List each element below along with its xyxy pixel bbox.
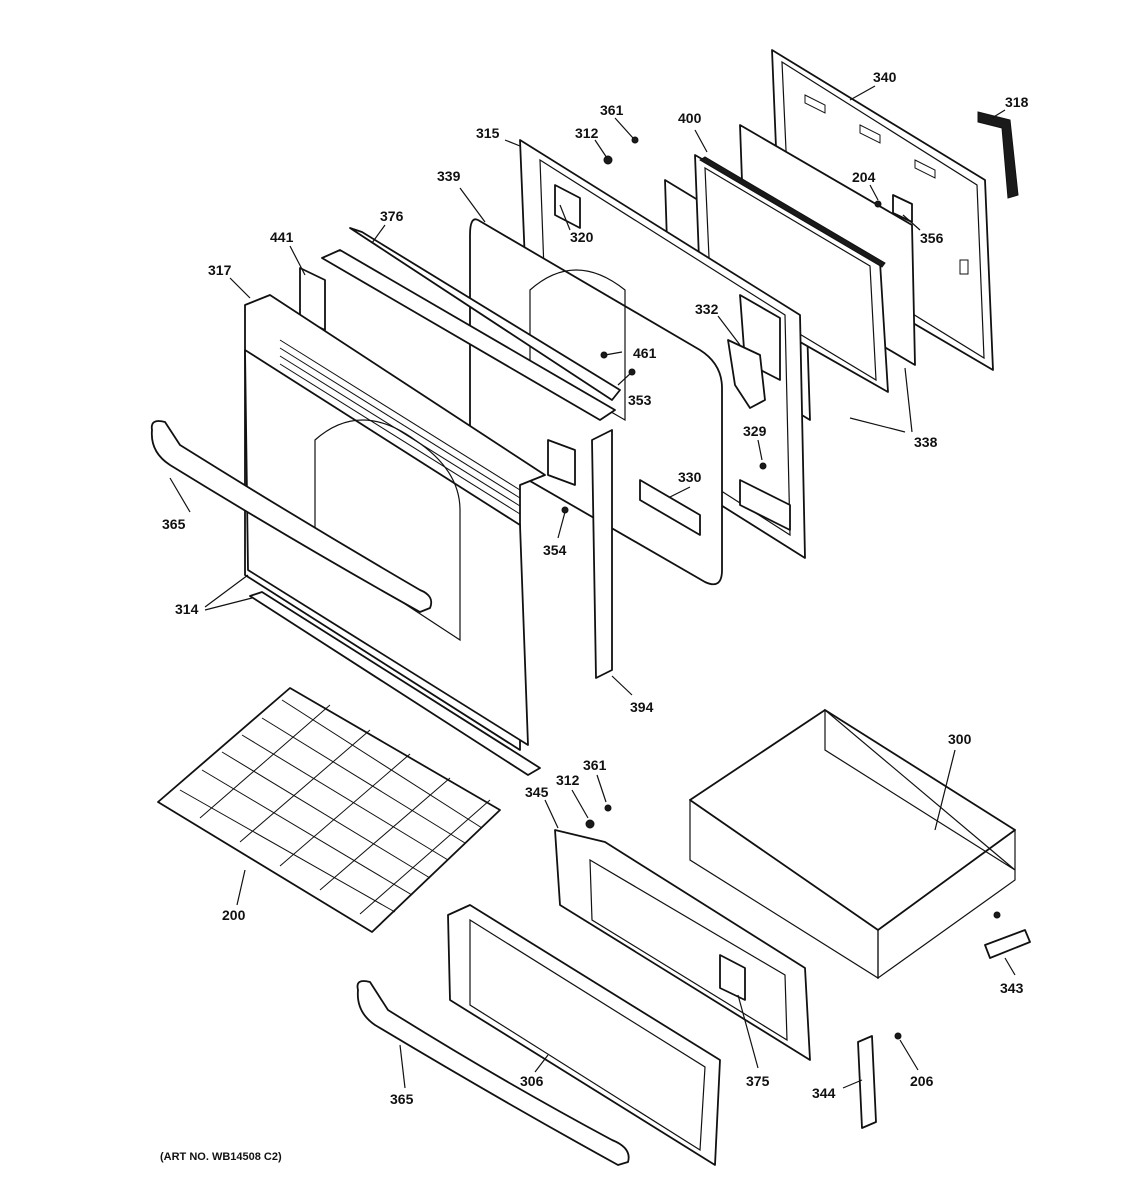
callout-461: 461 <box>633 345 657 361</box>
part-332-door-latch <box>727 339 766 409</box>
part-356-hinge-bracket <box>892 194 913 223</box>
callout-329: 329 <box>743 423 767 439</box>
part-314-bottom-trim <box>249 591 541 776</box>
callout-204: 204 <box>852 169 876 185</box>
callout-315: 315 <box>476 125 500 141</box>
part-318-gasket <box>977 111 1019 199</box>
callout-332: 332 <box>695 301 719 317</box>
callout-320: 320 <box>570 229 594 245</box>
part-330-vent-cover <box>639 479 701 536</box>
callout-376: 376 <box>380 208 404 224</box>
callout-labels: 340 318 361 400 315 312 204 356 339 320 … <box>162 69 1029 1107</box>
part-361-312-screws-top <box>603 136 639 165</box>
part-376-door-trim <box>321 227 621 421</box>
callout-345: 345 <box>525 784 549 800</box>
part-329-screw <box>759 462 767 470</box>
callout-200: 200 <box>222 907 246 923</box>
callout-394: 394 <box>630 699 654 715</box>
callout-206: 206 <box>910 1073 934 1089</box>
part-300-drawer-body <box>689 708 1016 980</box>
callout-312-top: 312 <box>575 125 599 141</box>
part-306-drawer-panel <box>447 904 721 1166</box>
callout-365-door: 365 <box>162 516 186 532</box>
part-344-drawer-rail <box>857 1035 877 1129</box>
part-394-side-trim <box>547 429 613 679</box>
callout-343: 343 <box>1000 980 1024 996</box>
part-204-screw <box>874 200 882 208</box>
callout-356: 356 <box>920 230 944 246</box>
part-361-312-screws-bottom <box>585 804 612 829</box>
callout-314: 314 <box>175 601 199 617</box>
callout-361-top: 361 <box>600 102 624 118</box>
part-461-screw <box>600 351 623 359</box>
art-number: (ART NO. WB14508 C2) <box>160 1151 282 1163</box>
callout-306: 306 <box>520 1073 544 1089</box>
callout-339: 339 <box>437 168 461 184</box>
callout-330: 330 <box>678 469 702 485</box>
leader-lines <box>169 85 1016 1089</box>
callout-318: 318 <box>1005 94 1029 110</box>
part-343-drawer-glide <box>984 911 1031 959</box>
part-400-window-frame <box>694 154 889 393</box>
callout-353: 353 <box>628 392 652 408</box>
part-206-screw <box>894 1032 902 1040</box>
callout-354: 354 <box>543 542 567 558</box>
part-200-oven-rack <box>157 687 501 933</box>
callout-344: 344 <box>812 1085 836 1101</box>
callout-317: 317 <box>208 262 232 278</box>
part-353-screw <box>617 368 636 386</box>
callout-441: 441 <box>270 229 294 245</box>
part-317-front-door-panel <box>244 294 546 751</box>
callout-300: 300 <box>948 731 972 747</box>
part-365-drawer-handle <box>356 980 630 1166</box>
callout-375: 375 <box>746 1073 770 1089</box>
callout-340: 340 <box>873 69 897 85</box>
callout-365-drawer: 365 <box>390 1091 414 1107</box>
part-365-door-handle <box>150 420 433 613</box>
callout-361-bottom: 361 <box>583 757 607 773</box>
callout-312-bottom: 312 <box>556 772 580 788</box>
callout-400: 400 <box>678 110 702 126</box>
part-345-drawer-frame <box>554 829 811 1061</box>
callout-338: 338 <box>914 434 938 450</box>
